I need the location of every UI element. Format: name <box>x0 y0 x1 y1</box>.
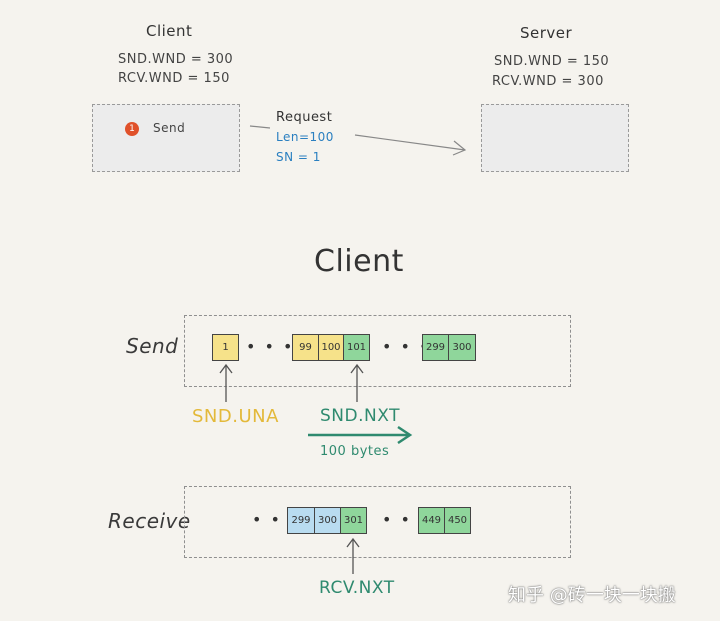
send-dots-right: • • • <box>382 337 431 356</box>
send-cell-100: 100 <box>318 334 344 361</box>
send-cell-1: 1 <box>212 334 239 361</box>
receive-cell-300: 300 <box>314 507 341 534</box>
request-sn: SN = 1 <box>276 150 321 164</box>
request-len: Len=100 <box>276 130 334 144</box>
advance-note: 100 bytes <box>320 444 390 459</box>
step-badge-icon: 1 <box>125 122 139 136</box>
receive-cell-299: 299 <box>287 507 315 534</box>
send-lane-label: Send <box>126 334 179 358</box>
client-title: Client <box>146 22 193 40</box>
snd-nxt-label: SND.NXT <box>320 406 400 426</box>
receive-cell-450: 450 <box>444 507 471 534</box>
rcv-nxt-pointer-icon <box>346 537 360 574</box>
request-arrow-icon <box>249 125 467 156</box>
watermark: 知乎 @砖一块一块搬 <box>508 585 676 606</box>
snd-una-label: SND.UNA <box>192 406 279 427</box>
receive-dots-left: • • • <box>252 510 301 529</box>
send-cell-101: 101 <box>343 334 370 361</box>
snd-una-pointer-icon <box>219 363 233 402</box>
request-title: Request <box>276 110 333 125</box>
send-cell-299: 299 <box>422 334 449 361</box>
send-dots-left: • • • <box>246 337 295 356</box>
send-cell-99: 99 <box>292 334 319 361</box>
server-snd-wnd: SND.WND = 150 <box>494 54 610 69</box>
receive-dots-right: • • • <box>382 510 431 529</box>
receive-lane-label: Receive <box>108 509 191 533</box>
advance-arrow-icon <box>308 425 413 445</box>
receive-cell-449: 449 <box>418 507 445 534</box>
client-rcv-wnd: RCV.WND = 150 <box>118 71 230 86</box>
receive-lane <box>184 486 571 558</box>
server-title: Server <box>520 24 573 42</box>
server-rcv-wnd: RCV.WND = 300 <box>492 74 604 89</box>
client-box: 1 Send <box>92 104 240 172</box>
rcv-nxt-label: RCV.NXT <box>319 578 395 598</box>
server-box <box>481 104 629 172</box>
send-lane <box>184 315 571 387</box>
section-title: Client <box>314 244 404 279</box>
client-step-label: Send <box>153 121 186 135</box>
snd-nxt-pointer-icon <box>350 363 364 402</box>
receive-cell-301: 301 <box>340 507 367 534</box>
send-cell-300: 300 <box>448 334 476 361</box>
client-snd-wnd: SND.WND = 300 <box>118 52 234 67</box>
